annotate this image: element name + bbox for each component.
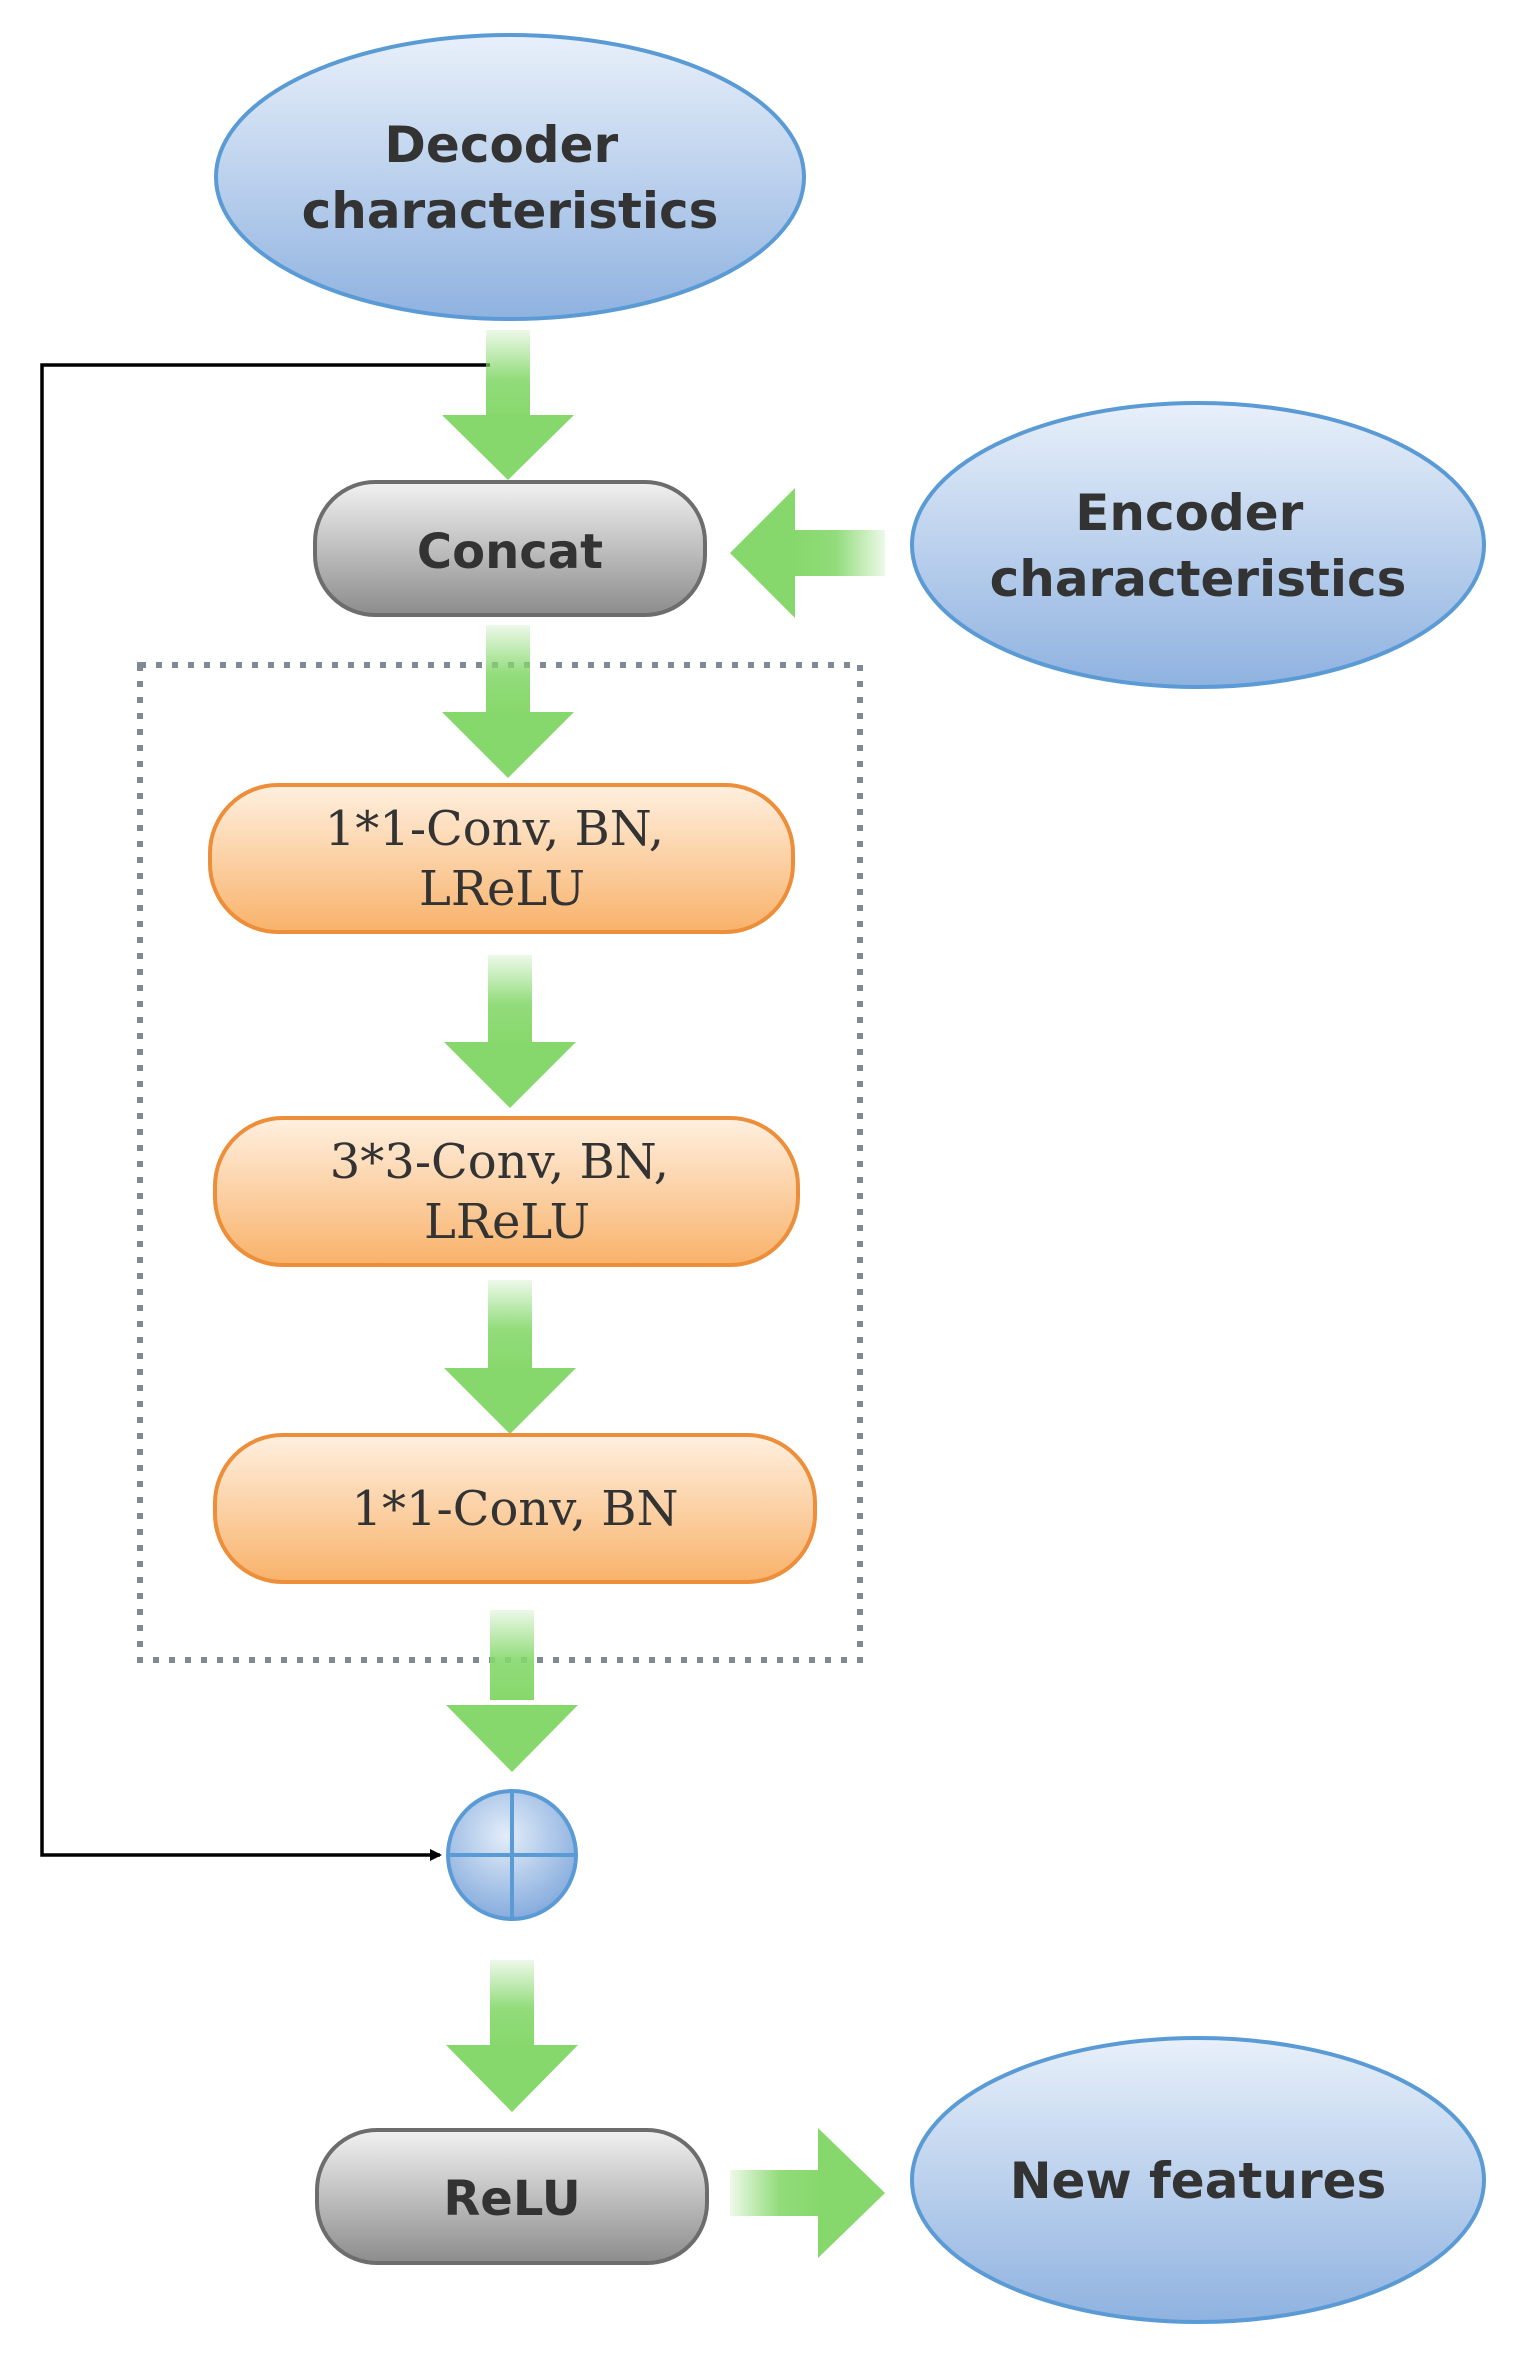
concat-node: Concat: [313, 480, 707, 617]
svg-text:Encoder characteristics: Encoder characteristics: [990, 484, 1407, 608]
new-features-label: New features: [1010, 2152, 1387, 2210]
arrow-encoder-to-concat: [730, 488, 885, 618]
decoder-label-line1: Decoder: [384, 116, 618, 174]
encoder-label-line1: Encoder: [1075, 484, 1303, 542]
arrow-conv1-to-conv2: [444, 955, 576, 1108]
arrow-decoder-to-concat: [442, 330, 574, 480]
arrow-conv2-to-conv3: [444, 1280, 576, 1434]
encoder-label-line2: characteristics: [990, 550, 1407, 608]
conv3-label: 1*1-Conv, BN: [351, 1481, 678, 1537]
circle-plus-icon: [446, 1789, 578, 1921]
conv2-node: 3*3-Conv, BN, LReLU: [213, 1116, 800, 1267]
conv3-node: 1*1-Conv, BN: [213, 1433, 817, 1584]
conv1-label-line2: LReLU: [419, 861, 585, 917]
relu-node: ReLU: [315, 2128, 709, 2265]
conv1-label-line1: 1*1-Conv, BN,: [325, 801, 664, 857]
arrow-concat-to-conv1: [442, 625, 574, 778]
decoder-characteristics-node: Decoder characteristics: [214, 33, 806, 321]
svg-text:3*3-Conv, BN, LReLU: 3*3-Conv, BN, LReLU: [330, 1134, 685, 1250]
encoder-characteristics-node: Encoder characteristics: [910, 401, 1486, 689]
concat-label: Concat: [417, 524, 603, 580]
conv1-node: 1*1-Conv, BN, LReLU: [208, 783, 795, 934]
svg-text:Decoder characteristics: Decoder characteristics: [302, 116, 719, 240]
new-features-node: New features: [910, 2036, 1486, 2324]
decoder-label-line2: characteristics: [302, 182, 719, 240]
relu-label: ReLU: [443, 2171, 580, 2227]
skip-connection-line: [40, 363, 490, 1861]
svg-text:1*1-Conv, BN, LReLU: 1*1-Conv, BN, LReLU: [325, 801, 680, 917]
arrow-conv3-to-sum: [446, 1610, 578, 1772]
conv2-label-line2: LReLU: [424, 1194, 590, 1250]
arrow-relu-to-new-features: [730, 2128, 885, 2258]
arrow-sum-to-relu: [446, 1960, 578, 2112]
conv2-label-line1: 3*3-Conv, BN,: [330, 1134, 669, 1190]
conv-group-box: [137, 662, 863, 1663]
